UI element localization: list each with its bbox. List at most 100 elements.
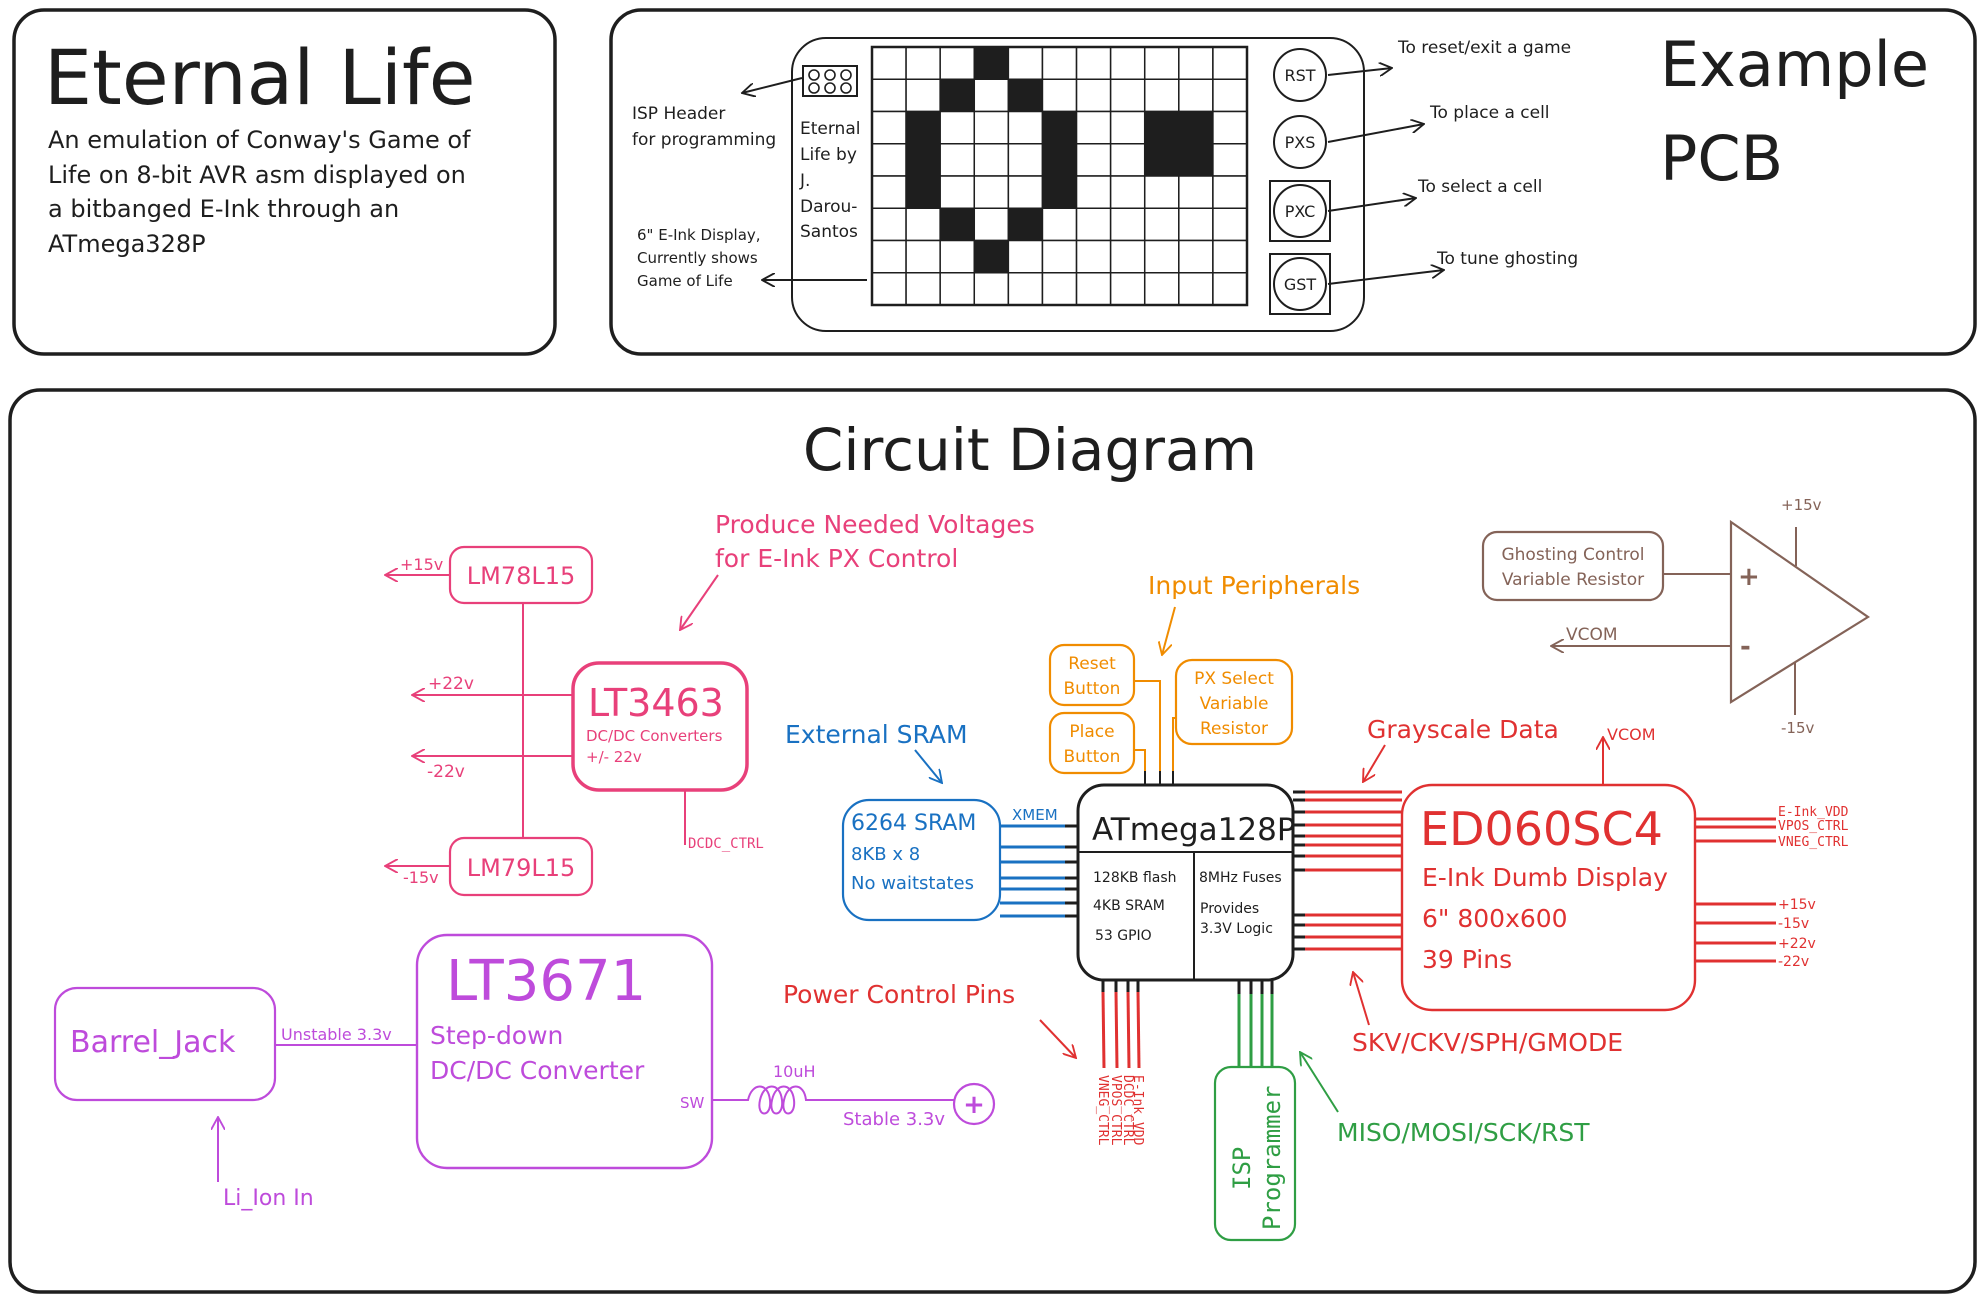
pcb-title: PCB xyxy=(1660,122,1783,195)
px-select-box xyxy=(1174,658,1294,746)
life-grid-border xyxy=(870,45,1249,307)
ghost-box xyxy=(1481,530,1665,602)
pcb-credit: Life by xyxy=(800,145,857,165)
intro-line: Life on 8-bit AVR asm displayed on xyxy=(48,161,466,189)
display-label: ED060SC4 xyxy=(1420,802,1663,856)
life-cell-dead xyxy=(1212,207,1248,242)
button-icon xyxy=(1273,115,1327,169)
life-cell-dead xyxy=(1178,207,1214,242)
power-pins-arrow xyxy=(1039,1019,1076,1058)
life-cell-dead xyxy=(973,143,1010,177)
button-icon xyxy=(1273,48,1327,102)
display-vcom-label: VCOM xyxy=(1607,725,1656,744)
life-cell-dead xyxy=(1143,239,1180,274)
isp-annotation: MISO/MOSI/SCK/RST xyxy=(1337,1118,1590,1147)
opamp-vminus-label: -15v xyxy=(1781,719,1814,737)
pcb-credit: Santos xyxy=(800,222,858,242)
life-cell-dead xyxy=(871,110,907,145)
power-pin-label: VNEG_CTRL xyxy=(1095,1075,1110,1146)
grayscale-arrow xyxy=(1363,744,1386,782)
life-cell-dead xyxy=(1075,110,1112,145)
life-cell-dead xyxy=(1041,207,1078,242)
life-cell-alive xyxy=(1178,143,1214,177)
button-label: PXS xyxy=(1285,133,1316,152)
lt3463-sub: DC/DC Converters xyxy=(586,727,723,745)
inductor-symbol xyxy=(712,1085,954,1115)
button-label: GST xyxy=(1284,275,1317,294)
life-cell-dead xyxy=(871,239,907,274)
lm78-label: LM78L15 xyxy=(467,562,576,590)
lt3463-pos-label: +22v xyxy=(428,674,474,694)
life-cell-dead xyxy=(1007,110,1044,145)
life-cell-alive xyxy=(1041,143,1078,177)
life-cell-dead xyxy=(905,239,941,274)
life-cell-dead xyxy=(939,239,976,274)
life-grid xyxy=(870,45,1249,307)
isp-header xyxy=(802,65,858,97)
reset-button-box xyxy=(1048,643,1136,707)
isp-arrow xyxy=(1300,1052,1339,1113)
life-cell-dead xyxy=(871,143,907,177)
sram-label: 6264 SRAM xyxy=(851,811,976,836)
display-line: E-Ink Dumb Display xyxy=(1422,863,1668,892)
life-cell-dead xyxy=(1178,78,1214,113)
button-label: RST xyxy=(1284,66,1315,85)
pcb-button-rst[interactable]: RST xyxy=(1273,48,1327,102)
pcb-button-pxs[interactable]: PXS xyxy=(1273,115,1327,169)
grayscale-bus xyxy=(1293,790,1402,951)
mcu-group: ATmega128P 128KB flash 4KB SRAM 53 GPIO … xyxy=(1076,783,1296,982)
life-cell-dead xyxy=(1075,78,1112,113)
pcb-credit: J. xyxy=(799,171,810,191)
sram-annotation: External SRAM xyxy=(785,720,968,749)
isp-label: Programmer xyxy=(1258,1086,1286,1231)
life-cell-dead xyxy=(871,175,907,209)
power-annotation: Produce Needed Voltages xyxy=(715,510,1035,539)
power-pin-wire xyxy=(1101,991,1106,1069)
button-description: To select a cell xyxy=(1417,177,1542,197)
life-cell-dead xyxy=(1075,272,1112,306)
lt3463-neg-label: -22v xyxy=(427,762,465,782)
life-cell-dead xyxy=(939,143,976,177)
pcb-title: Example xyxy=(1660,28,1929,101)
button-arrow xyxy=(1327,270,1444,285)
lt3463-label: LT3463 xyxy=(588,681,724,725)
pcb-panel: ISP Header for programming Eternal Life … xyxy=(609,8,1977,356)
stable-label: Stable 3.3v xyxy=(843,1109,945,1130)
isp-label: for programming xyxy=(632,130,776,150)
life-cell-dead xyxy=(973,207,1010,242)
button-icon xyxy=(1273,184,1327,238)
grayscale-annotation: Grayscale Data xyxy=(1367,715,1559,744)
life-cell-dead xyxy=(1143,207,1180,242)
life-cell-dead xyxy=(1109,207,1146,242)
life-cell-dead xyxy=(1178,239,1214,274)
life-cell-dead xyxy=(1041,78,1078,113)
life-cell-dead xyxy=(1178,175,1214,209)
sram-line: No waitstates xyxy=(851,873,974,894)
power-annotation-arrow xyxy=(680,574,719,630)
life-cell-dead xyxy=(905,78,941,113)
ghosting-group: Ghosting Control Variable Resistor + - +… xyxy=(1481,496,1871,737)
life-cell-dead xyxy=(1007,143,1044,177)
life-cell-alive xyxy=(905,143,941,177)
life-cell-dead xyxy=(1143,46,1180,80)
isp-box xyxy=(1213,1065,1297,1242)
place-button-box xyxy=(1048,711,1136,775)
button-label: PXC xyxy=(1285,202,1316,221)
life-cell-dead xyxy=(1007,175,1044,209)
place-button-label: Button xyxy=(1064,747,1121,767)
power-pin-label: E-Ink_VDD xyxy=(1130,1075,1145,1146)
isp-wires xyxy=(1237,980,1274,1067)
life-cell-dead xyxy=(973,110,1010,145)
life-cell-dead xyxy=(1143,272,1180,306)
life-cell-dead xyxy=(1212,78,1248,113)
life-cell-dead xyxy=(1143,175,1180,209)
display-box xyxy=(1400,783,1697,1012)
lt3671-sub: Step-down xyxy=(430,1021,563,1050)
life-cell-alive xyxy=(1178,110,1214,145)
pcb-button-gst[interactable]: GST xyxy=(1269,253,1331,315)
life-cell-alive xyxy=(1143,110,1180,145)
inputs-group: Input Peripherals Reset Button Place But… xyxy=(1048,571,1360,787)
pcb-button-pxc[interactable]: PXC xyxy=(1269,180,1331,242)
display-label: 6" E-Ink Display, xyxy=(637,226,761,244)
mcu-spec: 3.3V Logic xyxy=(1200,921,1273,937)
